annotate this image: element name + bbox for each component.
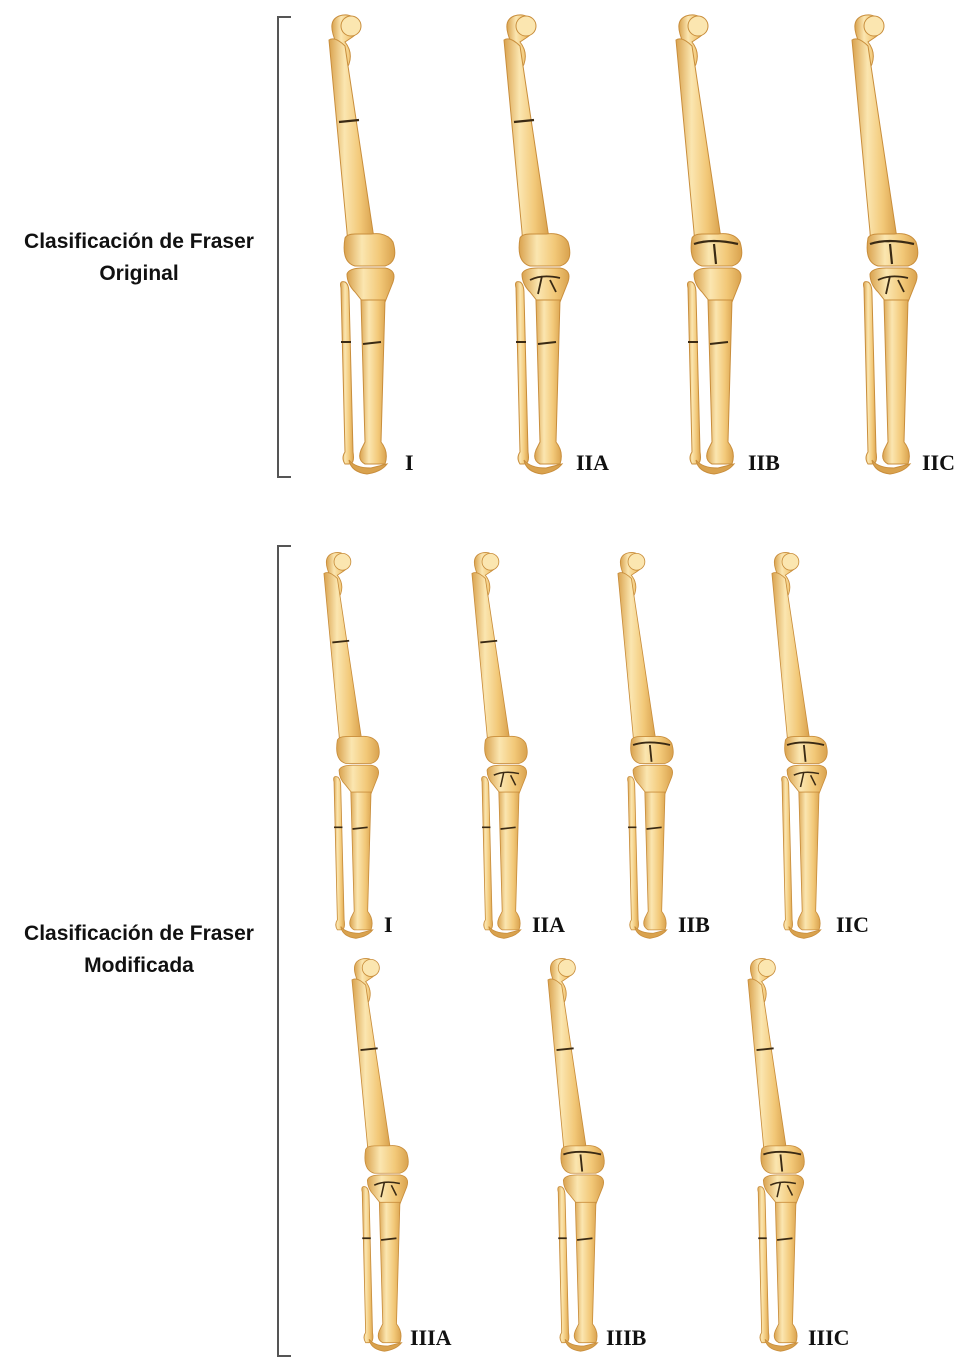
type-label-iib: IIB [678,912,710,938]
bone-diagram-iia [490,12,580,482]
type-label-i: I [384,912,393,938]
type-label-iia: IIA [532,912,565,938]
type-label-iiia: IIIA [410,1325,452,1351]
type-label-iic: IIC [836,912,869,938]
original-label-line2: Original [6,258,272,290]
modified-section-label: Clasificación de Fraser Modificada [6,918,272,982]
modified-label-line1: Clasificación de Fraser [6,918,272,950]
bone-diagram-i [312,550,388,945]
modified-label-line2: Modificada [6,950,272,982]
bone-diagram-iic [838,12,928,482]
type-label-iic: IIC [922,450,955,476]
bone-diagram-iib [662,12,752,482]
type-label-iiib: IIIB [606,1325,646,1351]
bone-diagram-iiic [736,955,813,1359]
bone-diagram-iib [606,550,682,945]
original-bracket [277,16,291,478]
type-label-i: I [405,450,414,476]
original-section-label: Clasificación de Fraser Original [6,226,272,290]
bone-diagram-iiia [340,955,417,1359]
modified-bracket [277,545,291,1357]
bone-diagram-iiib [536,955,613,1359]
type-label-iiic: IIIC [808,1325,850,1351]
bone-diagram-iic [760,550,836,945]
type-label-iia: IIA [576,450,609,476]
bone-diagram-iia [460,550,536,945]
original-label-line1: Clasificación de Fraser [6,226,272,258]
bone-diagram-i [315,12,405,482]
type-label-iib: IIB [748,450,780,476]
